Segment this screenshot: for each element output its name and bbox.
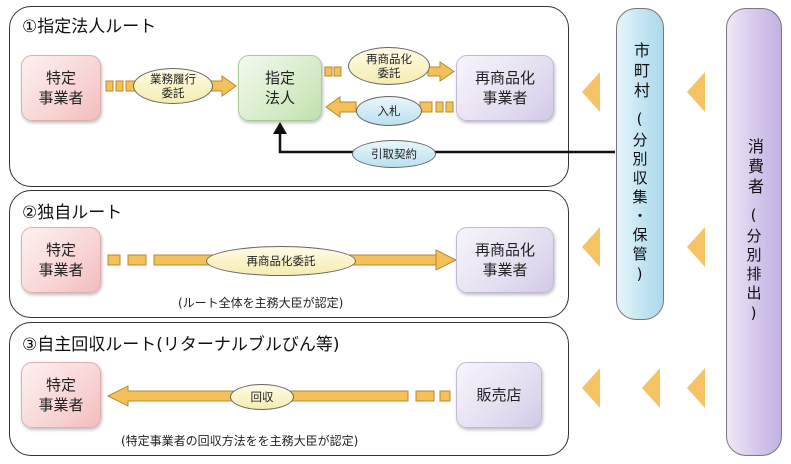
route1-business-arrow — [105, 75, 237, 97]
route1-title: ①指定法人ルート — [22, 17, 157, 37]
route1-recycle-arrow — [324, 61, 455, 82]
route3-note: (特定事業者の回収方法をを主務大臣が認定) — [121, 434, 359, 448]
route3-producer-box: 特定 事業者 — [21, 362, 101, 428]
route1-contract-line — [273, 122, 615, 154]
route1-recycler-box: 再商品化 事業者 — [456, 55, 554, 121]
route3-store-box: 販売店 — [456, 362, 542, 428]
route3-title: ③自主回収ルート(リターナルブルびん等) — [22, 335, 340, 355]
route1-contract-label: 引取契約 — [352, 140, 436, 168]
municipality-name: 市町村 — [631, 41, 650, 102]
chevrons-consumer-to-muni — [687, 72, 705, 267]
municipality-sub: (分別収集・保管) — [630, 109, 649, 287]
route2-title: ②独自ルート — [22, 203, 123, 223]
route2-note: (ルート全体を主務大臣が認定) — [178, 296, 344, 310]
route2-producer-box: 特定 事業者 — [21, 227, 101, 293]
route1-producer-box: 特定 事業者 — [21, 55, 101, 121]
route1-business-label: 業務履行 委託 — [133, 68, 213, 104]
route2-recycle-label: 再商品化委託 — [206, 246, 356, 276]
route1-recycle-label: 再商品化 委託 — [348, 47, 430, 85]
route1-designated-box: 指定 法人 — [238, 55, 322, 121]
chevrons-muni-to-routes — [582, 72, 600, 408]
route1-bid-label: 入札 — [356, 96, 422, 126]
chevrons-consumer-to-route3 — [642, 368, 705, 408]
route2-recycler-box: 再商品化 事業者 — [456, 227, 554, 293]
consumer-column: 消費者 (分別排出) — [726, 8, 782, 456]
municipality-column: 市町村 (分別収集・保管) — [616, 8, 664, 320]
consumer-sub: (分別排出) — [744, 206, 763, 326]
consumer-name: 消費者 — [745, 138, 764, 198]
route3-collect-label: 回収 — [230, 384, 294, 410]
